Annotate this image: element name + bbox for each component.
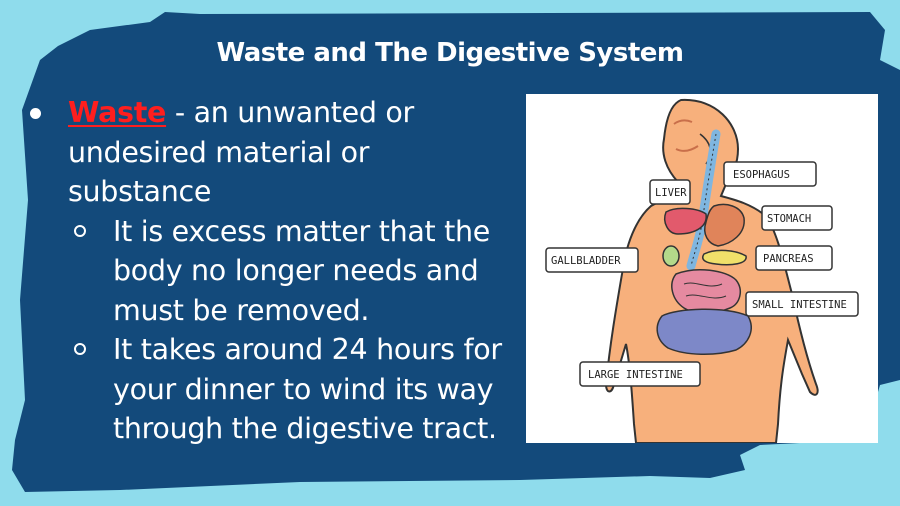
label-pancreas: PANCREAS — [755, 245, 833, 271]
bullet-dot-icon — [30, 108, 41, 119]
svg-text:LARGE INTESTINE: LARGE INTESTINE — [588, 369, 683, 381]
svg-text:SMALL INTESTINE: SMALL INTESTINE — [752, 299, 847, 311]
label-large-intestine: LARGE INTESTINE — [579, 361, 701, 387]
sub-bullet-1-line-2: body no longer needs and — [113, 254, 479, 287]
svg-text:ESOPHAGUS: ESOPHAGUS — [733, 169, 790, 181]
main-bullet: Waste - an unwanted or undesired materia… — [30, 93, 530, 212]
svg-text:GALLBLADDER: GALLBLADDER — [551, 255, 621, 267]
sub-bullet-2-line-2: your dinner to wind its way — [113, 372, 494, 406]
definition-line-2: undesired material or — [68, 135, 370, 169]
svg-text:PANCREAS: PANCREAS — [763, 253, 814, 265]
sub-bullet-2-line-1: It takes around 24 hours for — [113, 333, 502, 366]
text-content: Waste - an unwanted or undesired materia… — [30, 93, 530, 449]
digestive-system-diagram: ESOPHAGUS LIVER STOMACH GALLBLADDER PANC… — [526, 94, 878, 443]
digestive-diagram-svg: ESOPHAGUS LIVER STOMACH GALLBLADDER PANC… — [545, 98, 859, 443]
slide-title: Waste and The Digestive System — [216, 38, 684, 68]
circle-bullet-icon — [74, 343, 86, 355]
small-intestine-organ — [671, 269, 742, 314]
label-esophagus: ESOPHAGUS — [723, 161, 817, 187]
sub-bullet-1-line-3: must be removed. — [113, 293, 370, 327]
svg-text:STOMACH: STOMACH — [767, 213, 811, 225]
label-liver: LIVER — [649, 179, 691, 205]
pancreas-organ — [702, 249, 747, 266]
circle-bullet-icon — [74, 224, 86, 237]
sub-bullet-1: It is excess matter that the body no lon… — [30, 212, 530, 331]
sub-bullet-2: It takes around 24 hours for your dinner… — [30, 330, 530, 449]
stomach-organ — [704, 203, 745, 247]
gallbladder-organ — [662, 245, 680, 267]
definition-line-1: - an unwanted or — [166, 96, 414, 129]
label-small-intestine: SMALL INTESTINE — [745, 291, 859, 317]
large-intestine-organ — [656, 308, 752, 356]
sub-bullet-2-line-3: through the digestive tract. — [113, 412, 497, 445]
svg-text:LIVER: LIVER — [655, 187, 687, 199]
label-stomach: STOMACH — [761, 205, 833, 231]
liver-organ — [664, 207, 707, 235]
label-gallbladder: GALLBLADDER — [545, 247, 639, 273]
term-waste: Waste — [68, 96, 167, 129]
sub-bullet-1-line-1: It is excess matter that the — [113, 214, 491, 248]
definition-line-3: substance — [68, 175, 212, 208]
